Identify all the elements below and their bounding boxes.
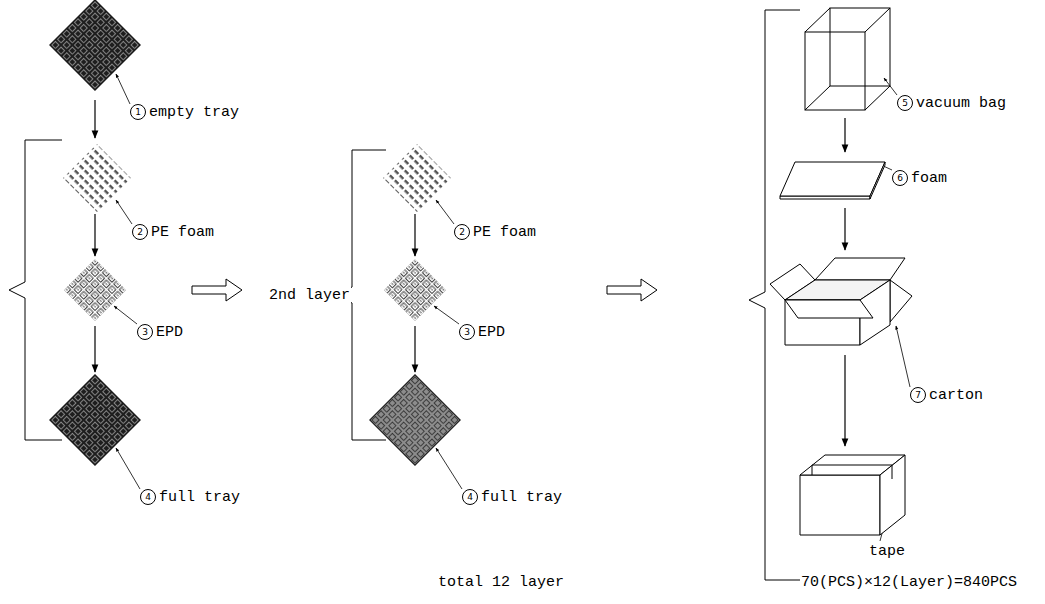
note-label: total 12 layer xyxy=(437,574,565,591)
part-name: carton xyxy=(929,387,983,404)
callout: 5vacuum bag xyxy=(897,95,1006,112)
open-carton xyxy=(770,258,912,345)
callout-number: 3 xyxy=(459,324,475,340)
hollow-arrows xyxy=(192,279,657,301)
callout-number: 3 xyxy=(137,324,153,340)
callout-number: 4 xyxy=(462,489,478,505)
part-name: EPD xyxy=(156,324,183,341)
pe-foam xyxy=(63,144,131,212)
part-name: PE foam xyxy=(473,224,536,241)
callout-number: 2 xyxy=(132,224,148,240)
epd-sheet xyxy=(384,259,446,321)
callout: 4full tray xyxy=(140,489,240,506)
note-label: 2nd layer xyxy=(268,287,351,304)
flow-arrows xyxy=(95,100,845,446)
part-name: EPD xyxy=(478,324,505,341)
callout: 6foam xyxy=(892,170,947,187)
note-label: tape xyxy=(868,543,906,560)
pe-foam xyxy=(383,144,451,212)
closed-carton xyxy=(800,455,905,535)
empty-tray xyxy=(50,0,141,90)
callout: 2PE foam xyxy=(132,224,214,241)
callout: 2PE foam xyxy=(454,224,536,241)
part-name: full tray xyxy=(159,489,240,506)
callout: 7carton xyxy=(910,387,983,404)
vacuum-bag xyxy=(805,8,890,110)
brace-brackets xyxy=(9,10,800,580)
part-name: full tray xyxy=(481,489,562,506)
callout-number: 4 xyxy=(140,489,156,505)
callout: 1empty tray xyxy=(130,104,239,121)
part-name: foam xyxy=(911,170,947,187)
note-label: 70(PCS)×12(Layer)=840PCS xyxy=(800,574,1018,591)
callout-number: 7 xyxy=(910,387,926,403)
epd-sheet xyxy=(64,259,126,321)
callout-number: 5 xyxy=(897,95,913,111)
leader-lines xyxy=(114,74,910,541)
callout-number: 6 xyxy=(892,170,908,186)
callout: 3EPD xyxy=(459,324,505,341)
foam-sheet xyxy=(780,162,885,199)
callout: 4full tray xyxy=(462,489,562,506)
full-tray xyxy=(50,375,141,466)
callout-number: 1 xyxy=(130,104,146,120)
part-name: PE foam xyxy=(151,224,214,241)
full-tray xyxy=(370,375,461,466)
part-name: vacuum bag xyxy=(916,95,1006,112)
callout-number: 2 xyxy=(454,224,470,240)
callout: 3EPD xyxy=(137,324,183,341)
part-name: empty tray xyxy=(149,104,239,121)
